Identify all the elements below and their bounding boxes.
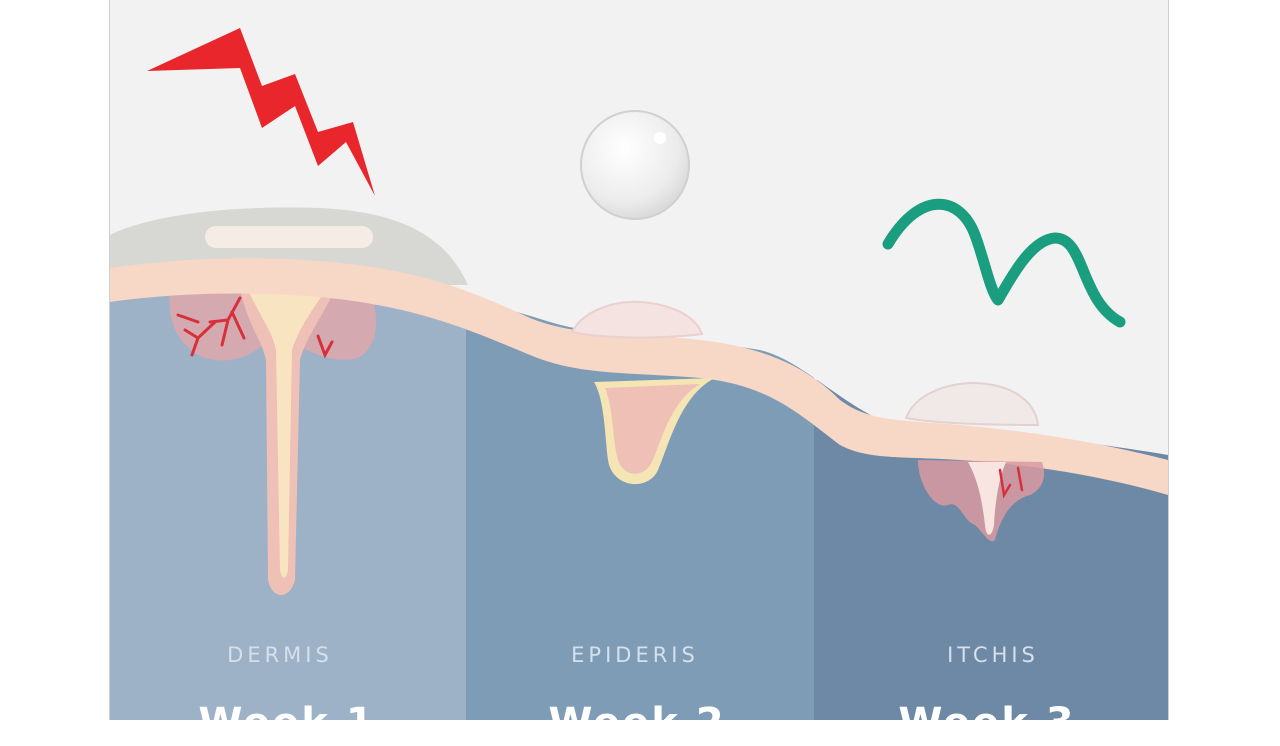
lightning-bolt-icon [147, 28, 375, 196]
blood-vessels-week-3 [998, 466, 1024, 499]
panel-2-title: Week 2 [548, 700, 726, 746]
blister-week-3 [904, 381, 1040, 427]
panel-3-title: Week 3 [898, 700, 1076, 746]
blister-week-2 [570, 300, 704, 339]
skin-layer-band [110, 258, 1168, 495]
panel-2-label: EPIDERIS [571, 643, 699, 667]
scab-highlight [205, 226, 373, 248]
wound-core-week-1 [248, 290, 326, 578]
wound-core-week-3 [968, 462, 1006, 535]
sky-mask [110, 0, 1168, 455]
bubble-icon [580, 110, 690, 220]
wound-channel-week-2 [605, 384, 700, 474]
blood-vessels [176, 296, 334, 359]
panel-1-title: Week 1 [198, 700, 376, 746]
skin-healing-diagram [109, 0, 1169, 720]
panel-1-label: DERMIS [227, 643, 333, 667]
panel-3-label: ITCHIS [947, 643, 1039, 667]
squiggle-icon [882, 198, 1126, 328]
scar-tissue-week-3 [918, 460, 1045, 542]
